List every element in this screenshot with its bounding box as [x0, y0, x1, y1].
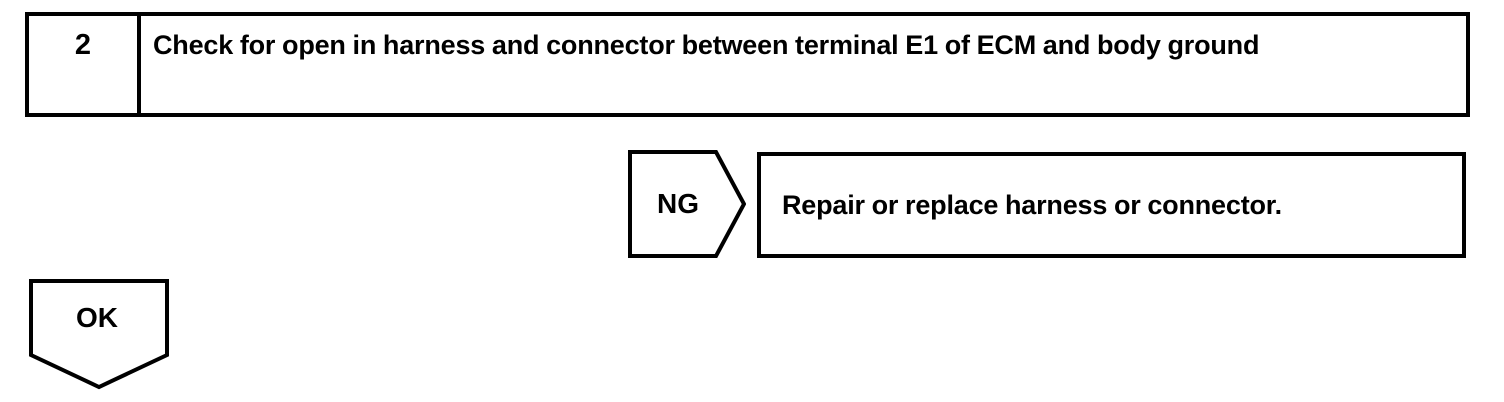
step-number-cell: 2	[29, 16, 141, 113]
ok-label: OK	[76, 302, 118, 333]
step-number: 2	[74, 29, 92, 61]
ng-result-box: Repair or replace harness or connector.	[757, 152, 1466, 258]
ng-arrow-icon	[628, 150, 746, 258]
ng-result-text: Repair or replace harness or connector.	[782, 189, 1282, 220]
step-instruction-text: Check for open in harness and connector …	[153, 30, 1260, 60]
ng-label: NG	[657, 188, 699, 219]
ok-arrow-icon	[29, 279, 169, 391]
step-instruction-cell: Check for open in harness and connector …	[141, 16, 1466, 113]
step-table: 2 Check for open in harness and connecto…	[25, 12, 1470, 117]
